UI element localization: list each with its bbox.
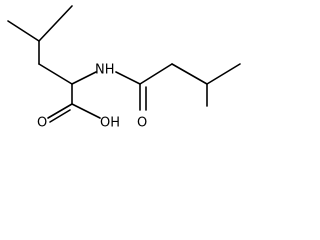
bond xyxy=(49,109,71,123)
bond xyxy=(171,63,208,85)
bond xyxy=(7,20,40,42)
atom-labels: NH O O OH xyxy=(37,63,147,131)
bond xyxy=(139,63,173,85)
atom-label-carbonyl-oxygen: O xyxy=(37,116,47,131)
atom-label-hydroxyl: OH xyxy=(100,116,120,131)
bond xyxy=(115,71,141,85)
bond xyxy=(38,5,73,42)
atom-label-nh: NH xyxy=(95,63,115,78)
atom-label-amide-oxygen: O xyxy=(137,116,147,131)
structural-formula: NH O O OH xyxy=(7,5,241,131)
bond xyxy=(47,103,73,119)
bond xyxy=(38,63,73,85)
bond-layer xyxy=(7,5,241,123)
bond xyxy=(71,71,97,85)
bond xyxy=(71,103,101,119)
bond xyxy=(206,63,241,85)
